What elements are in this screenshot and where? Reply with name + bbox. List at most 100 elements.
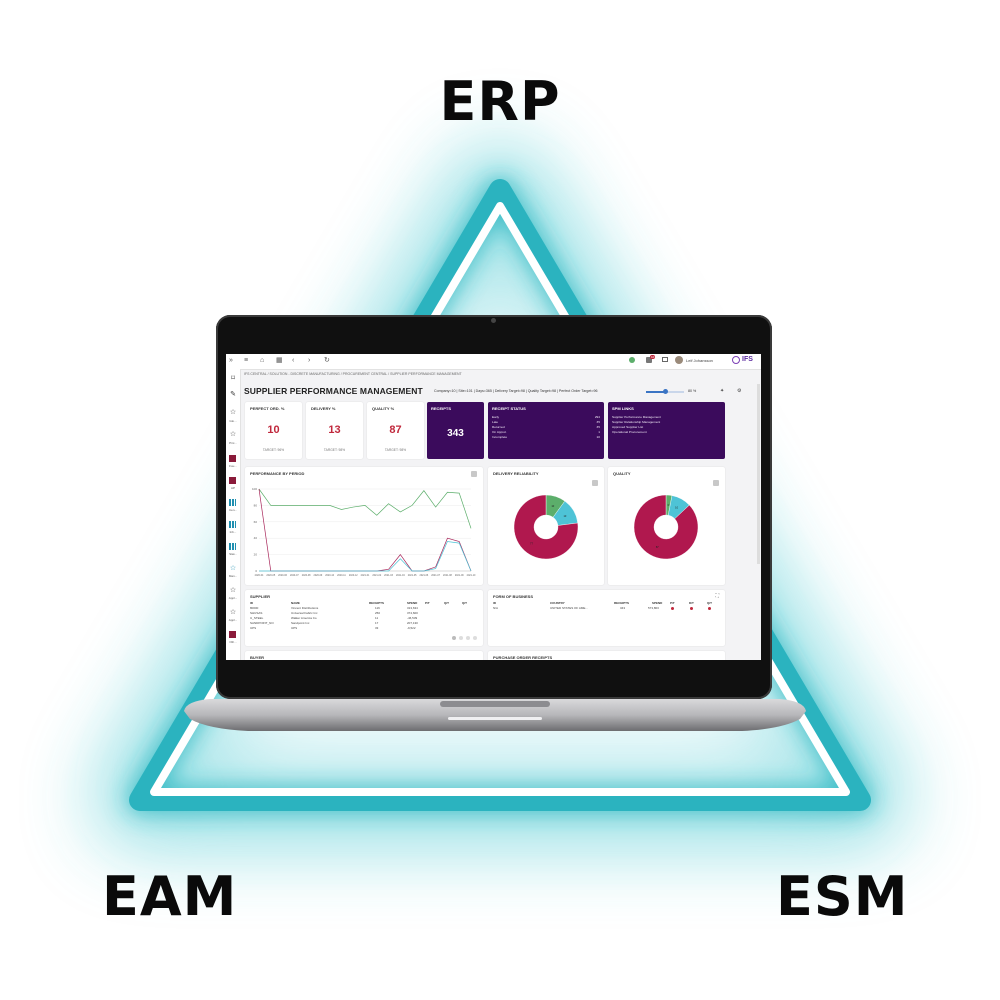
bell-icon[interactable] — [646, 357, 652, 363]
star-icon[interactable]: ☆ — [229, 409, 237, 416]
kpi-target: TARGET: 98% — [323, 448, 346, 452]
table-cell: SHUSAS — [250, 611, 263, 615]
top-bar: » ≡ ⌂ ▦ ‹ › ↻ 10 Leif Johansson IFS — [226, 354, 761, 370]
status-label: Late — [492, 420, 499, 424]
notification-badge: 10 — [650, 355, 656, 359]
column-header[interactable]: Q/T — [444, 601, 449, 605]
column-header[interactable]: Q/T — [707, 601, 712, 605]
table-cell: 207,130 — [407, 621, 418, 625]
zoom-slider-handle[interactable] — [663, 389, 668, 394]
receipt-status-row[interactable]: On Appvd.1 — [492, 430, 600, 434]
home-icon[interactable]: ⌂ — [260, 357, 265, 364]
x-tick-label: 2021-02 — [372, 574, 381, 577]
pin-icon[interactable]: ✦ — [720, 388, 725, 394]
receipts-card[interactable]: RECEIPTS 343 — [427, 402, 484, 459]
x-tick-label: 2020-10 — [325, 574, 334, 577]
x-tick-label: 2021-01 — [361, 574, 370, 577]
status-icon[interactable] — [629, 357, 635, 363]
square-icon[interactable] — [229, 631, 236, 638]
page-dot[interactable] — [466, 636, 470, 640]
avatar[interactable] — [675, 356, 683, 364]
sidebar-item-label: AP — [230, 486, 235, 490]
square-icon[interactable] — [229, 455, 236, 462]
zoom-slider-fill — [646, 391, 666, 393]
settings-icon[interactable]: ⚙ — [737, 388, 742, 394]
expand-icon[interactable]: » — [229, 357, 233, 364]
grid-icon[interactable] — [229, 521, 236, 528]
scrollbar[interactable] — [757, 384, 760, 564]
column-header[interactable]: NAME — [291, 601, 300, 605]
kpi-title: PERFECT ORD. % — [250, 406, 285, 411]
back-icon[interactable]: ‹ — [292, 357, 295, 364]
zoom-slider[interactable] — [646, 389, 684, 394]
column-header[interactable]: ID — [493, 601, 496, 605]
square-icon[interactable] — [229, 477, 236, 484]
spm-link[interactable]: Approved Supplier List — [612, 425, 644, 429]
column-header[interactable]: ID — [250, 601, 253, 605]
column-header[interactable]: COUNTRY — [550, 601, 565, 605]
page-filters[interactable]: Company=10 | Site=101 | Days=365 | Deliv… — [434, 389, 598, 393]
chat-icon[interactable] — [662, 357, 668, 362]
supplier-card: SUPPLIER ID NAME RECEIPTS SPEND P/T Q/T … — [245, 590, 483, 646]
column-header[interactable]: RECEIPTS — [614, 601, 630, 605]
expand-icon[interactable] — [713, 480, 719, 486]
series-line — [258, 488, 472, 572]
kpi-card[interactable]: PERFECT ORD. % 10 TARGET: 96% — [245, 402, 302, 459]
expand-icon[interactable] — [471, 471, 477, 477]
table-cell: 250 — [375, 611, 381, 615]
refresh-icon[interactable]: ↻ — [324, 357, 330, 364]
page-dot[interactable] — [452, 636, 456, 640]
x-tick-label: 2020-05 — [266, 574, 275, 577]
edit-icon[interactable]: ✎ — [230, 391, 236, 398]
breadcrumb[interactable]: IFS CENTRAL / SOLUTION - DISCRETE MANUFA… — [244, 372, 462, 376]
table-cell: Walker America Co — [291, 616, 317, 620]
grid-icon[interactable]: ▦ — [276, 357, 283, 364]
receipt-status-row[interactable]: Late 35 — [492, 420, 600, 424]
spm-link[interactable]: Supplier Performance Management — [612, 415, 661, 419]
forward-icon[interactable]: › — [308, 357, 311, 364]
menu-icon[interactable]: ≡ — [244, 357, 249, 364]
column-header[interactable]: P/T — [670, 601, 675, 605]
laptop-base — [184, 699, 806, 731]
star-icon[interactable]: ☆ — [229, 609, 237, 616]
grid-icon[interactable] — [229, 543, 236, 550]
table-cell: 116 — [375, 606, 380, 610]
sidebar-item-label: Pric... — [229, 441, 237, 445]
status-value: 35 — [596, 420, 600, 424]
grid-icon[interactable] — [229, 499, 236, 506]
x-tick-label: 2021-05 — [408, 574, 417, 577]
column-header[interactable]: SPEND — [407, 601, 418, 605]
user-name[interactable]: Leif Johansson — [686, 358, 713, 363]
star-icon[interactable]: ☆ — [229, 587, 237, 594]
column-header[interactable]: RECEIPTS — [369, 601, 385, 605]
status-label: Incomplete — [492, 435, 508, 439]
sidebar-item-label: Oth... — [229, 640, 237, 644]
sidebar-item-label: Glo... — [229, 419, 237, 423]
column-header[interactable]: P/T — [425, 601, 430, 605]
column-header[interactable]: D/T — [689, 601, 694, 605]
expand-icon[interactable] — [592, 480, 598, 486]
page-dot[interactable] — [473, 636, 477, 640]
spm-link[interactable]: Supplier Relationship Management — [612, 420, 661, 424]
column-header[interactable]: SPEND — [652, 601, 663, 605]
column-header[interactable]: Q/T — [462, 601, 467, 605]
ifs-logo-icon — [732, 356, 740, 364]
chart-title: DELIVERY RELIABILITY — [493, 471, 539, 476]
star-icon[interactable]: ☆ — [229, 565, 237, 572]
table-cell: 374,600 — [407, 611, 418, 615]
kpi-card[interactable]: DELIVERY % 13 TARGET: 98% — [306, 402, 363, 459]
spm-link[interactable]: Operational Procurement — [612, 430, 647, 434]
table-cell: 33 — [375, 626, 379, 630]
fullscreen-icon[interactable]: ⛶ — [715, 593, 719, 599]
status-dot — [708, 607, 711, 610]
card-title: BUYER — [250, 655, 265, 660]
eam-label: EAM — [102, 865, 238, 928]
kpi-card[interactable]: QUALITY % 87 TARGET: 98% — [367, 402, 424, 459]
bookmark-icon[interactable]: ⌑ — [231, 375, 235, 382]
page-dot[interactable] — [459, 636, 463, 640]
star-icon[interactable]: ☆ — [229, 431, 237, 438]
